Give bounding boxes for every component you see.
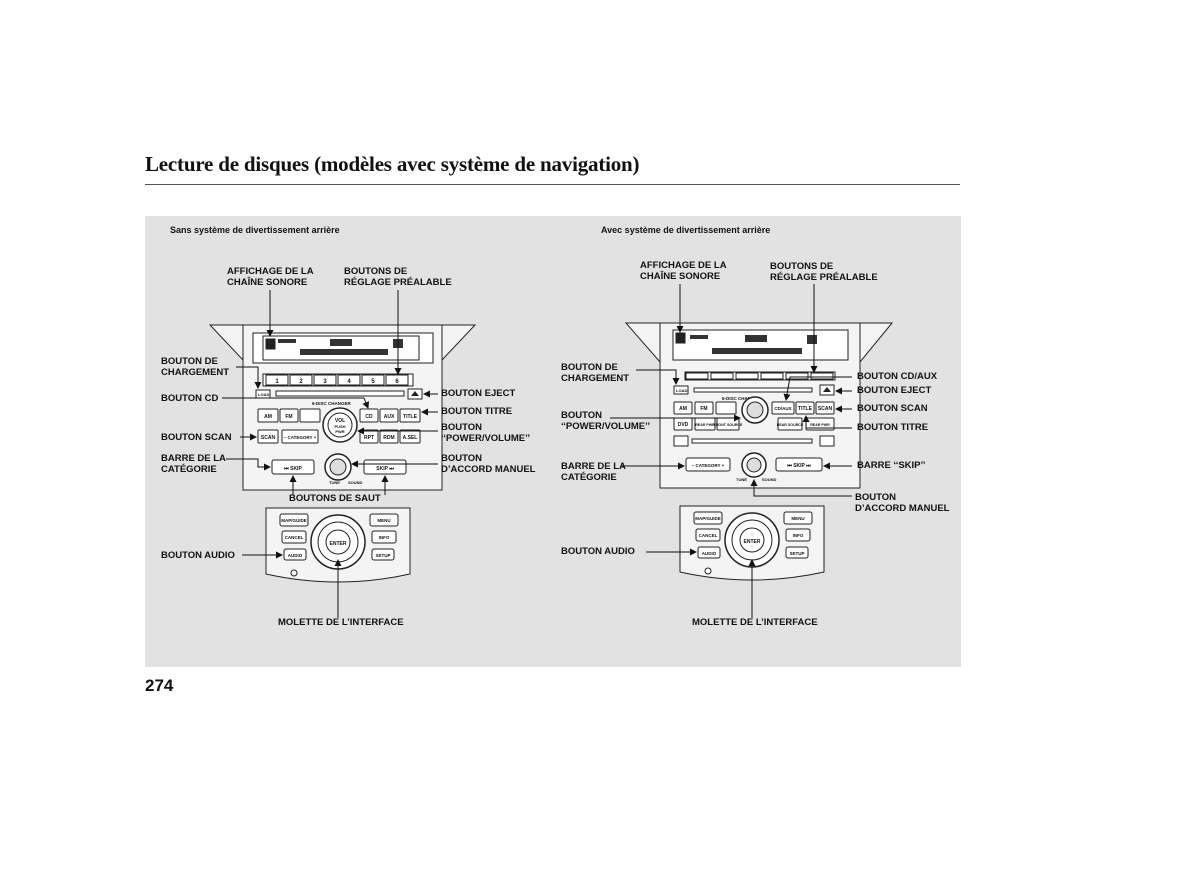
- r-map-guide-button[interactable]: MAP/GUIDE: [695, 516, 721, 521]
- label-scan: BOUTON SCAN: [161, 432, 232, 443]
- rpt-button[interactable]: RPT: [364, 435, 374, 441]
- left-leaders: [222, 290, 438, 618]
- right-leaders: [610, 284, 852, 618]
- r-enter-button[interactable]: ENTER: [744, 539, 761, 545]
- label-audio: BOUTON AUDIO: [161, 550, 235, 561]
- r-eject-icon: [823, 387, 831, 392]
- page-number: 274: [145, 676, 174, 695]
- sound-label: SOUND: [348, 480, 363, 485]
- r-fm-button[interactable]: FM: [700, 406, 707, 412]
- vol-label: VOL: [335, 418, 345, 424]
- svg-text:2: 2: [299, 379, 303, 385]
- r-label-power: BOUTON‘‘POWER/VOLUME’’: [561, 410, 651, 432]
- r-title-button[interactable]: TITLE: [798, 406, 813, 412]
- am-button[interactable]: AM: [264, 414, 272, 420]
- skip-left-button[interactable]: ⏮ SKIP: [284, 466, 302, 472]
- r-sound-label: SOUND: [762, 477, 777, 482]
- r-menu-button[interactable]: MENU: [791, 516, 804, 521]
- cd-button[interactable]: CD: [365, 414, 373, 420]
- r-label-skip: BARRE ‘‘SKIP’’: [857, 460, 926, 471]
- r-label-interface: MOLETTE DE L’INTERFACE: [692, 617, 818, 628]
- svg-text:3: 3: [323, 379, 327, 385]
- changer-label: 6-DISC CHANGER: [312, 401, 352, 406]
- r-load-button[interactable]: LOAD: [676, 388, 687, 393]
- r-audio-button[interactable]: AUDIO: [702, 551, 717, 556]
- cancel-button[interactable]: CANCEL: [285, 535, 304, 540]
- r-skip-bar[interactable]: ⏮ SKIP ⏭: [787, 463, 811, 469]
- label-eject: BOUTON EJECT: [441, 388, 516, 399]
- left-nav-unit: MAP/GUIDE MENU CANCEL INFO AUDIO SETUP E…: [265, 507, 411, 583]
- aux-button[interactable]: AUX: [384, 414, 395, 420]
- label-cd: BOUTON CD: [161, 393, 219, 404]
- right-head-unit: LOAD 6-DISC CHANGER AM FM CD/AUX TITLE S…: [624, 322, 894, 489]
- label-interface: MOLETTE DE L’INTERFACE: [278, 617, 404, 628]
- r-rear-source[interactable]: REAR SOURCE: [777, 423, 804, 427]
- audio-button[interactable]: AUDIO: [288, 553, 303, 558]
- info-button[interactable]: INFO: [379, 535, 390, 540]
- left-subtitle: Sans système de divertissement arrière: [170, 225, 340, 235]
- r-setup-button[interactable]: SETUP: [789, 551, 804, 556]
- title-button[interactable]: TITLE: [403, 414, 418, 420]
- load-button[interactable]: LOAD: [258, 392, 269, 397]
- svg-text:1: 1: [275, 379, 279, 385]
- r-rear-pwr[interactable]: REAR PWR: [695, 423, 715, 427]
- fm-button[interactable]: FM: [285, 414, 292, 420]
- r-label-scan: BOUTON SCAN: [857, 403, 928, 414]
- skip-right-button[interactable]: SKIP ⏭: [376, 466, 394, 472]
- r-category-bar[interactable]: – CATEGORY +: [692, 463, 725, 468]
- title-rule: [145, 184, 960, 185]
- svg-text:4: 4: [347, 379, 351, 385]
- r-label-title: BOUTON TITRE: [857, 422, 929, 433]
- page-title: Lecture de disques (modèles avec système…: [145, 152, 640, 176]
- r-am-button[interactable]: AM: [679, 406, 687, 412]
- r-changer-label: 6-DISC CHANGER: [722, 396, 762, 401]
- r-label-audio: BOUTON AUDIO: [561, 546, 635, 557]
- map-guide-button[interactable]: MAP/GUIDE: [281, 518, 307, 523]
- left-head-unit: 1 2 3 4 5 6 LOAD 6-DISC CHANGER AM FM VOL PU…: [208, 324, 477, 491]
- rdm-button[interactable]: RDM: [383, 435, 394, 441]
- svg-text:5: 5: [371, 379, 375, 385]
- enter-button[interactable]: ENTER: [330, 541, 347, 547]
- category-bar[interactable]: – CATEGORY +: [284, 435, 317, 440]
- push-label: PUSH: [334, 424, 345, 429]
- r-front-source[interactable]: FRONT SOURCE: [714, 423, 743, 427]
- right-subtitle: Avec système de divertissement arrière: [601, 225, 771, 235]
- label-title: BOUTON TITRE: [441, 406, 513, 417]
- r-scan-button[interactable]: SCAN: [818, 406, 833, 412]
- eject-icon: [411, 391, 419, 396]
- asel-button[interactable]: A.SEL: [403, 435, 418, 441]
- r-rear-pwr-2[interactable]: REAR PWR: [810, 423, 830, 427]
- r-cancel-button[interactable]: CANCEL: [699, 533, 718, 538]
- setup-button[interactable]: SETUP: [375, 553, 390, 558]
- pwr-label: PWR: [335, 429, 344, 434]
- r-info-button[interactable]: INFO: [793, 533, 804, 538]
- r-label-eject: BOUTON EJECT: [857, 385, 932, 396]
- scan-button[interactable]: SCAN: [261, 435, 276, 441]
- label-skip: BOUTONS DE SAUT: [289, 493, 381, 504]
- tune-label: TUNE: [329, 480, 340, 485]
- label-power: BOUTON‘‘POWER/VOLUME’’: [441, 422, 531, 444]
- menu-button[interactable]: MENU: [377, 518, 390, 523]
- r-cdaux-button[interactable]: CD/AUX: [774, 406, 791, 411]
- right-nav-unit: MAP/GUIDE MENU CANCEL INFO AUDIO SETUP E…: [679, 505, 825, 581]
- svg-text:6: 6: [395, 379, 399, 385]
- r-tune-label: TUNE: [736, 477, 747, 482]
- r-label-cdaux: BOUTON CD/AUX: [857, 371, 938, 382]
- r-dvd-button[interactable]: DVD: [678, 422, 689, 428]
